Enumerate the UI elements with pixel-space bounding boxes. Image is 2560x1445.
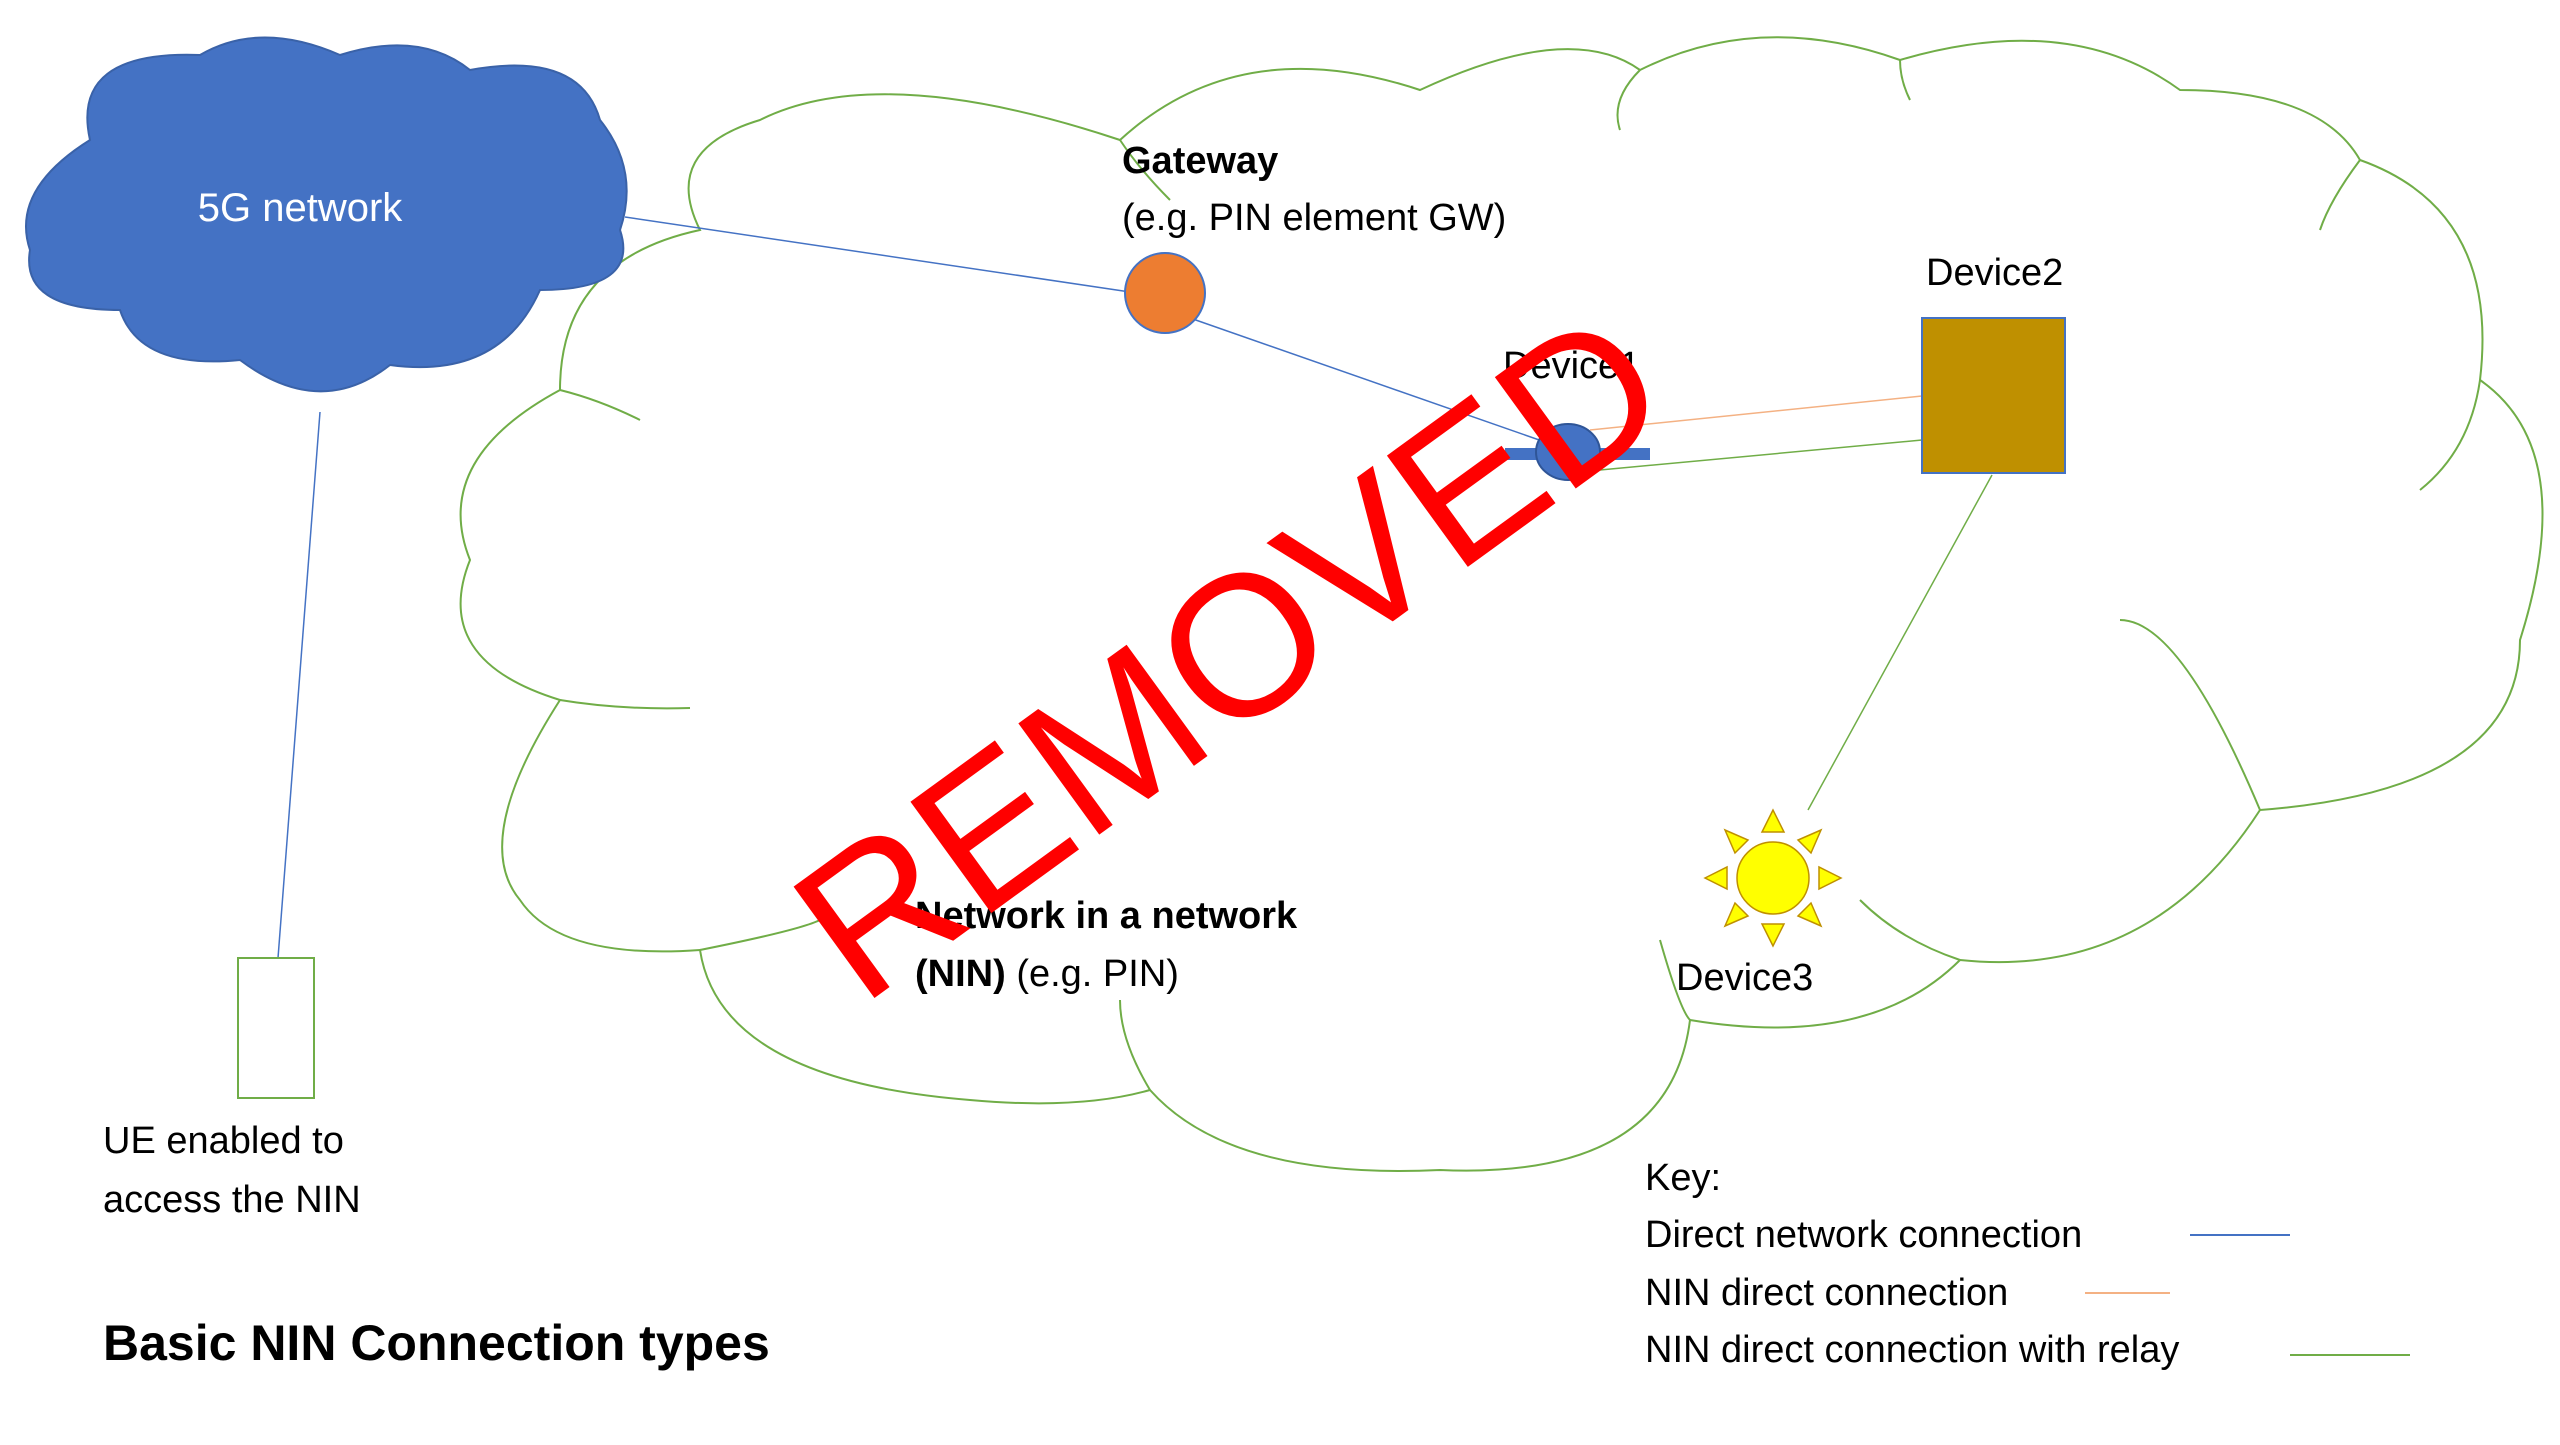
nin-abbrev: (NIN) xyxy=(915,953,1006,995)
legend-item-nin-relay: NIN direct connection with relay xyxy=(1645,1329,2179,1371)
device2-node: Device2 xyxy=(1921,252,2066,474)
device1-node: Device1 xyxy=(1503,345,1650,481)
ue-node: UE enabled to access the NIN xyxy=(103,957,361,1221)
line-device2-to-device3-relay xyxy=(1807,474,1993,811)
device3-label: Device3 xyxy=(1676,957,1813,999)
nin-label: Network in a network (NIN) (e.g. PIN) xyxy=(915,895,1298,995)
gateway-title: Gateway xyxy=(1122,140,1278,182)
legend-title: Key: xyxy=(1645,1157,1721,1199)
legend: Key: Direct network connection NIN direc… xyxy=(1645,1157,2410,1371)
gateway-subtitle: (e.g. PIN element GW) xyxy=(1122,197,1506,239)
device2-box xyxy=(1921,317,2066,474)
nin-example: (e.g. PIN) xyxy=(1006,953,1179,995)
gateway-node: Gateway (e.g. PIN element GW) xyxy=(1122,140,1506,334)
device1-label: Device1 xyxy=(1503,345,1640,387)
device1-body xyxy=(1535,423,1601,481)
sun-icon xyxy=(1703,808,1843,948)
ue-label-line2: access the NIN xyxy=(103,1179,361,1221)
line-device1-to-device2-direct xyxy=(1589,395,1923,431)
line-device1-to-device2-relay xyxy=(1599,439,1923,471)
nin-title-line1: Network in a network xyxy=(915,895,1298,937)
gateway-circle xyxy=(1124,252,1206,334)
line-5g-to-ue xyxy=(277,411,321,959)
connection-lines xyxy=(277,216,1993,959)
five-g-network-label: 5G network xyxy=(198,186,404,230)
diagram-title: Basic NIN Connection types xyxy=(103,1315,770,1371)
device2-label: Device2 xyxy=(1926,252,2063,294)
five-g-cloud: 5G network xyxy=(25,36,628,393)
nin-title-line2: (NIN) (e.g. PIN) xyxy=(915,953,1179,995)
line-gateway-to-device1 xyxy=(1189,317,1546,443)
device3-node: Device3 xyxy=(1676,808,1843,999)
line-5g-to-gateway xyxy=(624,216,1131,293)
ue-label-line1: UE enabled to xyxy=(103,1120,344,1162)
legend-item-nin-direct: NIN direct connection xyxy=(1645,1272,2008,1314)
legend-item-direct-network: Direct network connection xyxy=(1645,1214,2082,1256)
ue-box xyxy=(237,957,315,1099)
